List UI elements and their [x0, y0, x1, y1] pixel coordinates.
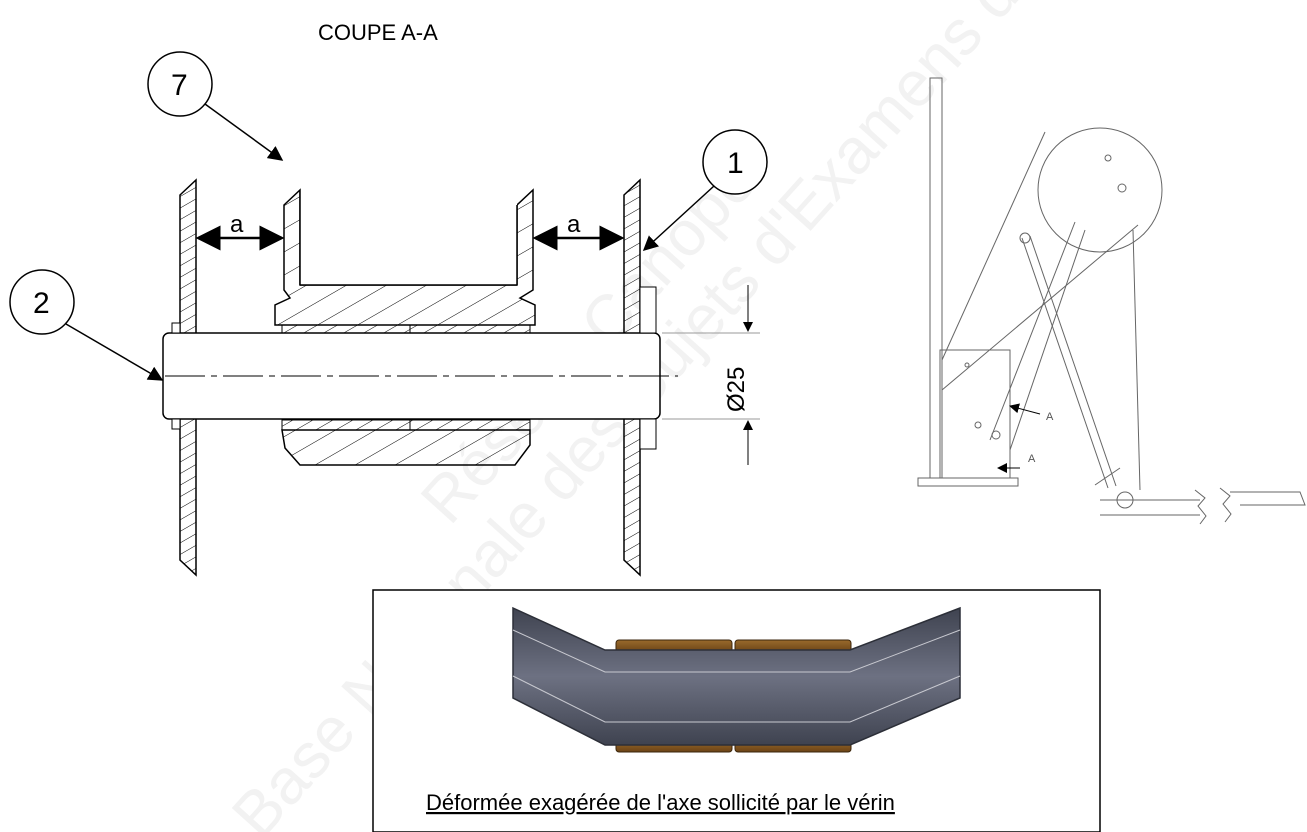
deformed-axle-illustration: [512, 606, 961, 753]
callout-1: 1: [642, 129, 768, 252]
section-mark-lower: A: [1028, 453, 1036, 465]
part-7-bottom: [281, 429, 531, 466]
section-view: a a Ø25: [162, 178, 760, 577]
callout-1-label: 1: [727, 147, 744, 180]
callout-7-label: 7: [171, 69, 188, 102]
dim-a-left-label: a: [230, 211, 244, 238]
section-title: COUPE A-A: [318, 20, 438, 45]
section-mark-upper: A: [1046, 411, 1054, 423]
nut: [639, 286, 657, 334]
deformation-caption: Déformée exagérée de l'axe sollicité par…: [426, 790, 895, 815]
dim-a-right-label: a: [567, 211, 581, 238]
callout-7: 7: [147, 51, 284, 161]
pulley: [1037, 127, 1163, 253]
lower-bracket: [939, 349, 1011, 479]
bushing-bottom: [281, 419, 531, 431]
bent-axle: [512, 606, 961, 746]
side-view: [917, 77, 1306, 525]
callout-2: 2: [9, 269, 164, 381]
base-plate: [917, 477, 1019, 487]
callout-2-label: 2: [33, 287, 50, 320]
diameter-label: Ø25: [723, 367, 750, 412]
